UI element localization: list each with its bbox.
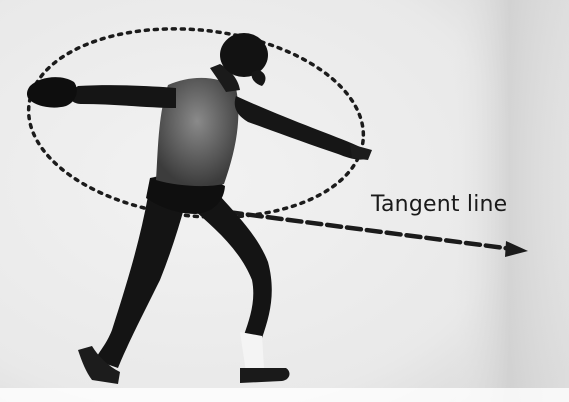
tangent-line-label: Tangent line bbox=[371, 192, 507, 217]
front-shoe bbox=[240, 368, 289, 383]
head bbox=[220, 33, 268, 77]
bottom-border bbox=[0, 388, 569, 402]
